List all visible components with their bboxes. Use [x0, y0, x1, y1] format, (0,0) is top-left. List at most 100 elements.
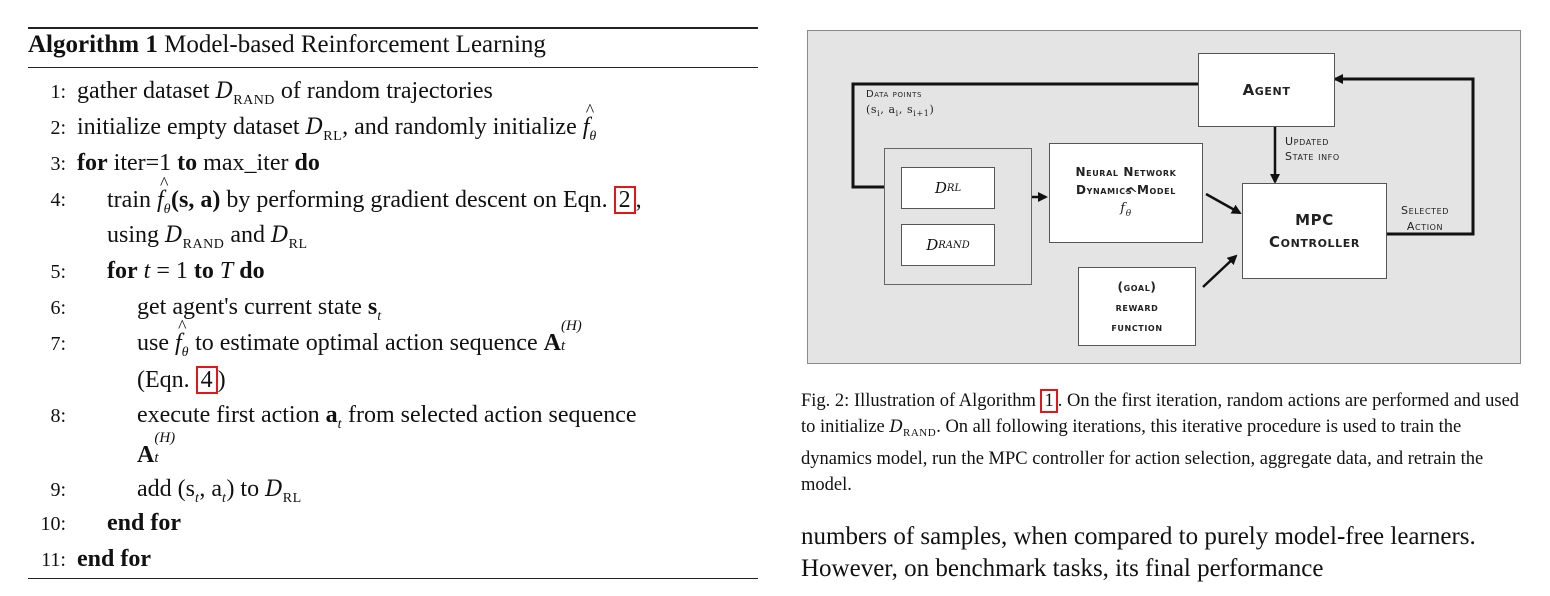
line-text: to estimate optimal action sequence [195, 330, 538, 356]
line-text: get agent's current state [137, 294, 362, 320]
dataset-subscript: RL [288, 237, 308, 252]
d-rand-symbol: D [926, 236, 939, 254]
line-text: , a [199, 476, 223, 502]
line-text: iter=1 [113, 150, 172, 176]
model-symbol: f [583, 100, 594, 141]
dataset-symbol: D [270, 223, 289, 248]
algorithm-title: Algorithm 1 Model-based Reinforcement Le… [28, 31, 546, 59]
math-subscript: t [560, 338, 566, 354]
keyword: for [77, 150, 108, 176]
keyword: do [294, 150, 320, 176]
math-subscript: t [337, 417, 342, 432]
agent-box: Agent [1198, 53, 1335, 127]
line-number: 5: [50, 261, 66, 283]
line-text: execute first action [137, 402, 320, 428]
math-superscript: (H) [560, 318, 582, 334]
caption-prefix: Fig. 2: Illustration of Algorithm [801, 391, 1036, 411]
data-points-label: Data points [866, 89, 922, 100]
math-var: T [219, 258, 234, 284]
line-text: train [107, 187, 151, 213]
mpc-label-line2: Controller [1269, 233, 1360, 251]
selected-action-label: Selected Action [1401, 204, 1450, 233]
figure-caption: Fig. 2: Illustration of Algorithm 1 . On … [801, 388, 1527, 498]
line-text: (Eqn. [137, 367, 190, 393]
dataset-symbol: D [265, 477, 283, 502]
line-text: , and randomly initialize [342, 114, 577, 140]
arrow-agent-to-drl [851, 82, 1198, 192]
body-paragraph: numbers of samples, when compared to pur… [801, 523, 1476, 582]
math-var: s [367, 294, 378, 320]
equation-ref-link[interactable]: 4 [195, 366, 218, 394]
mpc-controller-box: MPC Controller [1242, 183, 1387, 279]
keyword: to [177, 150, 198, 176]
line-number: 10: [40, 513, 66, 535]
math-subscript: t [222, 491, 227, 506]
keyword: for [107, 258, 138, 284]
updated-state-label: Updated State info [1285, 135, 1340, 163]
line-number: 7: [50, 333, 66, 355]
model-subscript: θ [163, 202, 172, 217]
dataset-subscript: RL [323, 129, 343, 144]
math-var: a [325, 402, 338, 428]
keyword: end for [77, 546, 151, 572]
model-subscript: θ [181, 345, 190, 360]
arrow-mpc-to-agent [1333, 74, 1475, 236]
model-symbol: f [175, 316, 186, 357]
line-text: max_iter [203, 150, 289, 176]
line-text: ) [217, 367, 226, 393]
title-rule [28, 67, 758, 68]
keyword: do [239, 258, 265, 284]
dataset-subscript: RAND [233, 93, 275, 108]
line-number: 9: [50, 479, 66, 501]
math-subscript: t [377, 309, 382, 324]
line-text: (s [177, 476, 195, 502]
line-text: by performing gradient descent on Eqn. [226, 187, 608, 213]
caption-text: . On all following iterations, this iter… [801, 417, 1484, 495]
data-points-tuple: (si, ai, si+1) [866, 103, 935, 119]
arrow-reward-to-mpc [1202, 254, 1238, 288]
algorithm-label: Algorithm 1 [28, 31, 158, 58]
line-text: using [107, 222, 160, 248]
line-number: 3: [50, 153, 66, 175]
dataset-subscript: RAND [903, 427, 937, 439]
line-number: 1: [50, 81, 66, 103]
reward-label-line1: (goal) [1117, 279, 1157, 294]
arrow-nn-to-mpc [1205, 192, 1242, 215]
nn-label-line1: Neural Network [1075, 165, 1177, 179]
reward-label-line3: function [1111, 319, 1163, 334]
dataset-symbol: D [305, 115, 324, 140]
line-text: and [230, 222, 265, 248]
dataset-symbol: D [165, 223, 183, 248]
math-subscript: t [195, 491, 200, 506]
reward-label-line2: reward [1115, 299, 1159, 314]
math-var: t [143, 258, 151, 284]
line-text: , [635, 187, 642, 213]
keyword: end for [107, 510, 181, 536]
line-number: 4: [50, 189, 66, 211]
model-symbol: f [157, 173, 168, 214]
mpc-label-line1: MPC [1295, 211, 1334, 229]
line-text: from selected action sequence [347, 402, 637, 428]
dataset-symbol: D [889, 417, 904, 437]
math-var: A [543, 330, 561, 356]
line-text: initialize empty dataset [77, 114, 300, 140]
top-rule [28, 27, 758, 29]
bottom-rule [28, 578, 758, 579]
dynamics-model-box: Neural Network Dynamics Model fθ [1049, 143, 1203, 243]
math-subscript: t [154, 450, 159, 466]
d-rl-subscript: RL [946, 182, 962, 194]
dataset-subscript: RAND [182, 237, 225, 252]
line-number: 2: [50, 117, 66, 139]
reward-function-box: (goal) reward function [1078, 267, 1196, 346]
line-text: use [137, 330, 169, 356]
dataset-symbol: D [215, 79, 234, 104]
algorithm-ref-link[interactable]: 1 [1040, 389, 1058, 413]
dataset-subscript: RL [282, 491, 302, 506]
line-number: 11: [41, 549, 66, 571]
line-text: of random trajectories [280, 78, 493, 104]
equation-ref-link[interactable]: 2 [613, 186, 636, 214]
line-text: add [137, 476, 172, 502]
